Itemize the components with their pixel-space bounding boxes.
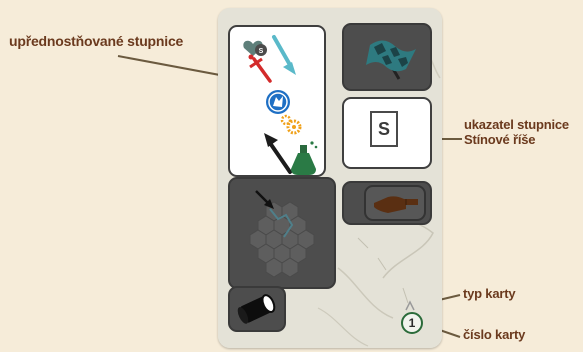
card-type-label: typ karty [463,287,515,302]
green-potion-icon [291,141,317,175]
blue-wolf-head-icon [266,90,290,114]
heart-coin-icon: S [243,41,267,56]
preferred-scales-panel: S [228,25,326,177]
preferred-scales-label: upřednostňované stupnice [9,33,183,49]
hand-panel [342,181,432,225]
shadow-scale-indicator-label-line2: Stínové říše [464,133,569,148]
card-number-badge: 1 [401,312,423,334]
card: S [218,8,442,348]
svg-text:S: S [259,48,264,55]
blue-arrow-icon [274,37,296,75]
shadow-scale-indicator: S [370,111,398,147]
hand-inner [364,185,426,221]
shadow-scale-indicator-label-line1: ukazatel stupnice [464,118,569,133]
black-arrow-icon [264,133,290,172]
orange-gears-icon [282,116,300,133]
shadow-scale-indicator-label: ukazatel stupnice Stínové říše [464,118,569,148]
preferred-scales-icons: S [230,27,328,179]
card-number-label: číslo karty [463,328,525,343]
hex-map-icon [230,179,334,287]
red-dagger-icon [249,55,271,82]
open-hand-icon [366,187,424,219]
card-type-marker [404,300,416,312]
shadow-scale-letter: S [372,119,396,140]
bottom-left-panel [228,286,286,332]
scroll-tube-icon [230,288,284,330]
map-panel [228,177,336,289]
flag-panel [342,23,432,91]
shadow-scale-panel: S [342,97,432,169]
checkered-flag-icon [344,25,430,89]
